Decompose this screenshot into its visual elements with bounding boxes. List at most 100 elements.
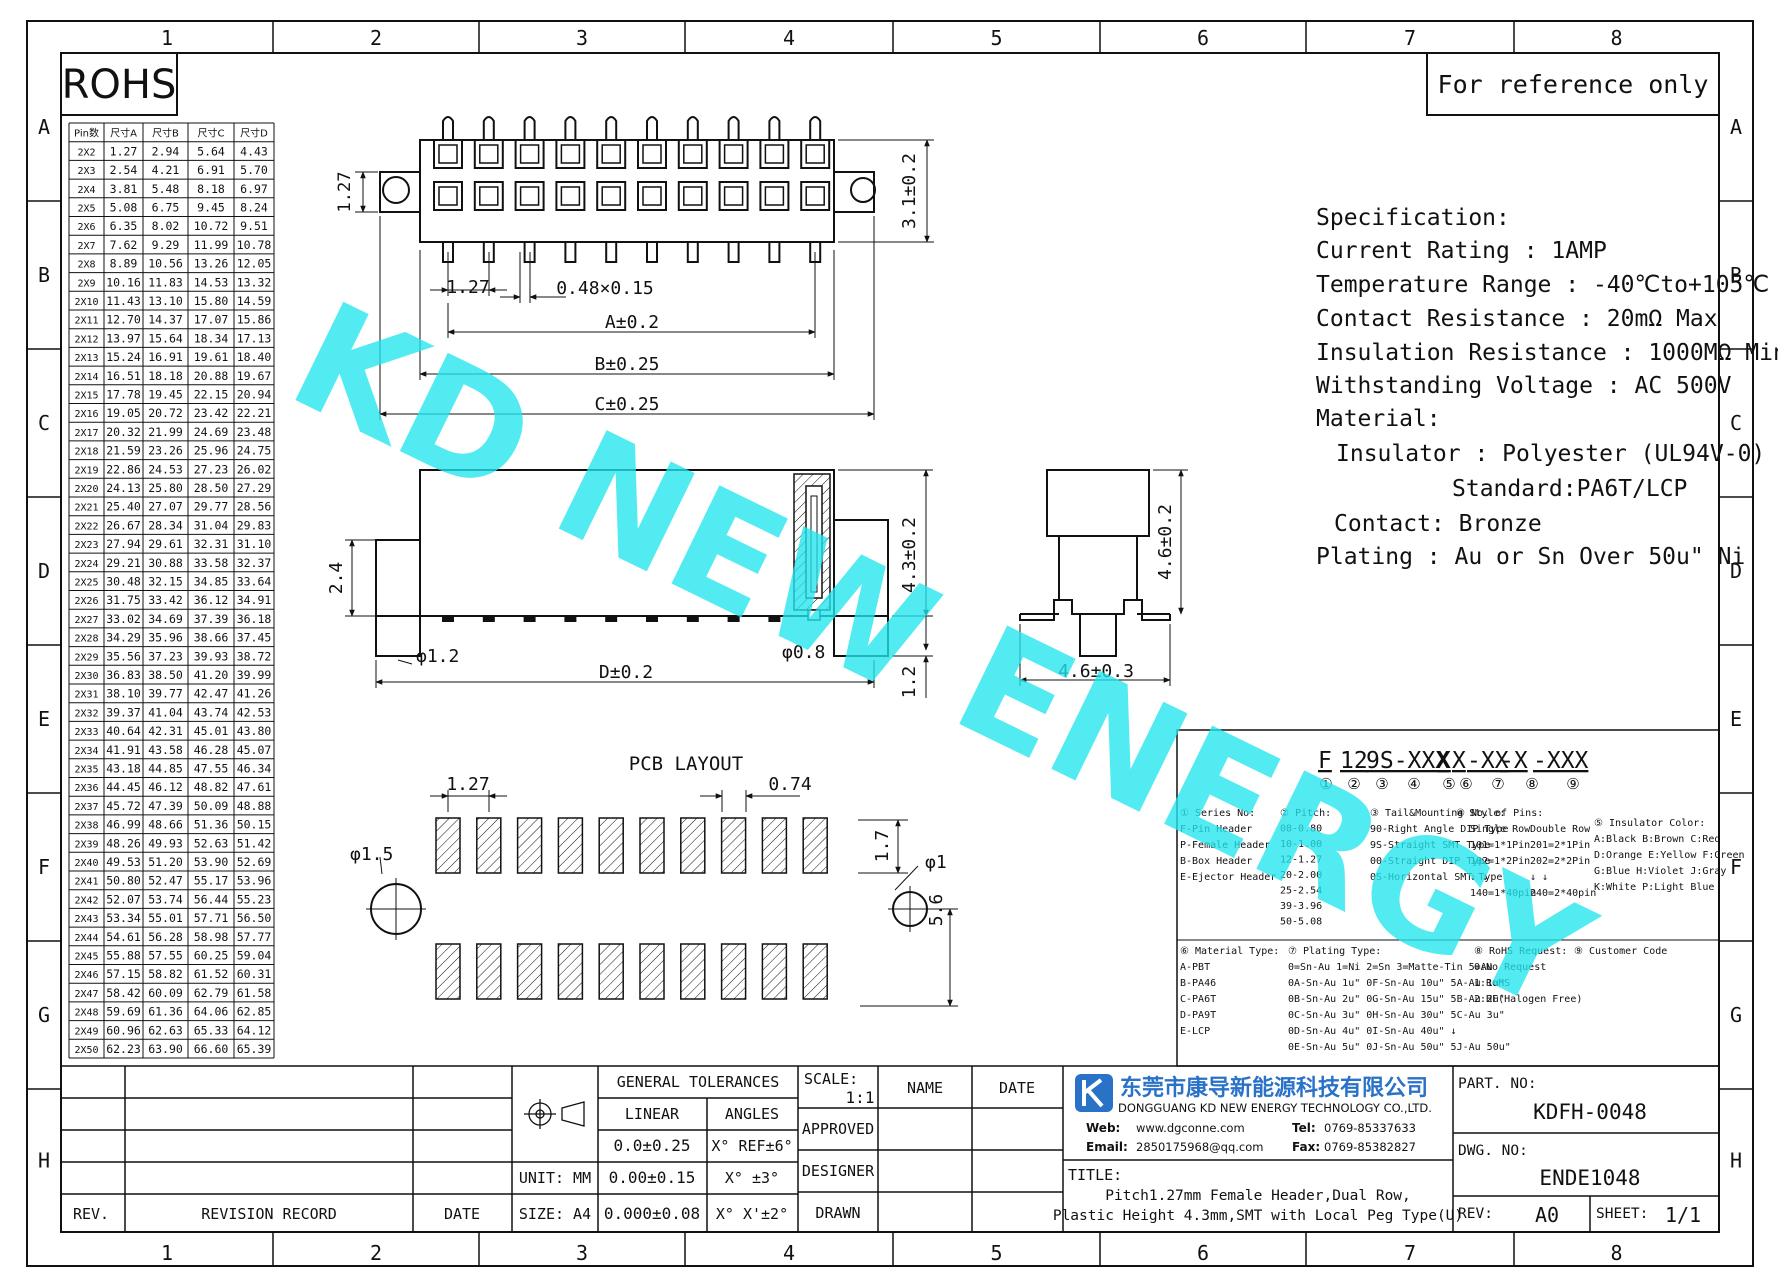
scale-label: SCALE: [804,1070,858,1088]
dim-table-cell: 58.98 [194,930,229,944]
top-view-dimensions [355,139,934,420]
frame-col-bottom-2: 2 [370,1241,382,1265]
dim-table-cell: 29.21 [106,556,141,570]
dim-table-cell: 62.85 [237,1005,272,1019]
dim-table-cell: 15.24 [106,350,141,364]
legend-text: ② Pitch: [1280,808,1331,819]
dim-table-cell: 2X19 [74,465,98,476]
dim-overall-height: 3.1±0.2 [899,153,920,229]
drawn-label: DRAWN [815,1204,860,1222]
dim-table-cell: 60.25 [194,949,229,963]
fax: 0769-85382827 [1324,1140,1416,1154]
legend-text: E-LCP [1180,1026,1210,1037]
part-code-marker: ① [1319,775,1332,793]
spec-material: Material: [1316,406,1441,432]
spec-insulator: Insulator : Polyester (UL94V-0) [1336,441,1765,467]
dim-table-cell: 64.12 [237,1023,272,1037]
dim-table-cell: 18.34 [194,331,229,345]
dim-table-cell: 24.13 [106,481,141,495]
tol-angle-3: X° X'±2° [716,1205,788,1223]
dim-table-cell: 20.88 [194,369,229,383]
legend-text: 0E-Sn-Au 5u" 0J-Sn-Au 50u" 5J-Au 50u" [1288,1042,1511,1053]
top-view [379,116,876,263]
dim-table-cell: 15.80 [194,294,229,308]
dim-side-24: 2.4 [326,562,347,595]
dim-table-cell: 42.31 [148,724,183,738]
pcb-hole-small: φ1 [925,852,947,873]
dim-table-cell: 2X9 [77,278,95,289]
part-code-marker: ③ [1375,775,1388,793]
legend-text: ⑨ Customer Code [1574,946,1667,957]
dim-table-cell: 5.64 [197,144,225,158]
web-label: Web: [1086,1121,1120,1135]
dim-table-cell: 25.40 [106,500,141,514]
dim-table-cell: 2X7 [77,241,95,252]
dim-table-cell: 5.08 [110,201,138,215]
legend-text: 50-5.08 [1280,917,1322,928]
dim-table-cell: 29.77 [194,500,229,514]
dim-table-cell: 2X32 [74,708,98,719]
legend-text: ④ No. of Pins: [1456,808,1543,819]
frame-col-bottom-7: 7 [1404,1241,1416,1265]
dim-table-cell: 55.23 [237,892,272,906]
title-block-text: REV. REVISION RECORD DATE GENERAL TOLERA… [73,1070,1701,1227]
legend-text: P-Female Header [1180,840,1270,851]
dim-table-cell: 2X31 [74,690,98,701]
legend-text: A:Black B:Brown C:Red [1594,834,1720,845]
legend-text: B-Box Header [1180,856,1252,867]
dim-table-cell: 40.64 [106,724,141,738]
dim-table-cell: 53.34 [106,911,141,925]
part-number: KDFH-0048 [1533,1100,1647,1124]
dim-table-cell: 43.58 [148,743,183,757]
dim-table-cell: 10.56 [148,257,183,271]
tol-angle-1: X° REF±6° [711,1137,792,1155]
reference-note: For reference only [1426,52,1720,116]
linear-header: LINEAR [625,1105,680,1123]
dim-table-header: 尺寸C [198,127,225,140]
part-code-marker: ⑤ [1442,775,1455,793]
dim-table-cell: 10.78 [237,238,272,252]
dim-table-cell: 5.70 [240,163,268,177]
specification: Specification: Current Rating : 1AMP Tem… [1316,205,1778,570]
dim-table-cell: 59.69 [106,1005,141,1019]
dim-end-height: 4.6±0.2 [1155,504,1176,580]
frame-col-top-8: 8 [1610,26,1622,50]
dim-table-cell: 13.97 [106,331,141,345]
legend-text: ↓ ↓ [1530,872,1548,883]
dim-table-cell: 28.56 [237,500,272,514]
dim-table-cell: 3.81 [110,182,138,196]
dim-table-cell: 2X17 [74,428,98,439]
dim-table-cell: 46.99 [106,818,141,832]
frame-col-bottom-8: 8 [1610,1241,1622,1265]
legend-text: C-PA6T [1180,994,1216,1005]
legend-text: 12-1.27 [1280,855,1322,866]
rev-header: REV. [73,1205,109,1223]
pcb-labels: PCB LAYOUT 1.27 0.74 φ1.5 φ1 1.7 5.6 [350,753,947,926]
dim-table-cell: 53.74 [148,892,183,906]
dim-table-cell: 24.69 [194,425,229,439]
dim-table-cell: 31.75 [106,593,141,607]
dim-table-cell: 62.23 [106,1042,141,1056]
dim-table-cell: 37.23 [148,649,183,663]
dim-table-cell: 43.80 [237,724,272,738]
part-code-marker: ④ [1407,775,1420,793]
dim-table-cell: 39.93 [194,649,229,663]
dim-table-cell: 2.94 [152,144,180,158]
dim-table-cell: 62.63 [148,1023,183,1037]
dim-table-cell: 14.37 [148,313,183,327]
dwg-no-label: DWG. NO: [1458,1143,1528,1159]
dim-table-cell: 2X42 [74,895,98,906]
legend-text: Double Row [1530,824,1591,835]
dim-table-cell: 17.07 [194,313,229,327]
dim-table-cell: 32.37 [237,556,272,570]
dim-table-cell: 34.91 [237,593,272,607]
dim-table-header: 尺寸B [152,127,179,140]
dim-table-cell: 2X20 [74,484,98,495]
dim-table-cell: 58.82 [148,967,183,981]
rohs-mark: ROHS [60,52,178,116]
top-view-labels: 1.27 3.1±0.2 1.27 0.48×0.15 A±0.2 B±0.25… [335,153,920,415]
dim-table-cell: 24.53 [148,462,183,476]
dim-hole-08: φ0.8 [782,642,825,663]
legend-text: 101=1*1Pin [1470,840,1530,851]
email-label: Email: [1086,1140,1128,1154]
